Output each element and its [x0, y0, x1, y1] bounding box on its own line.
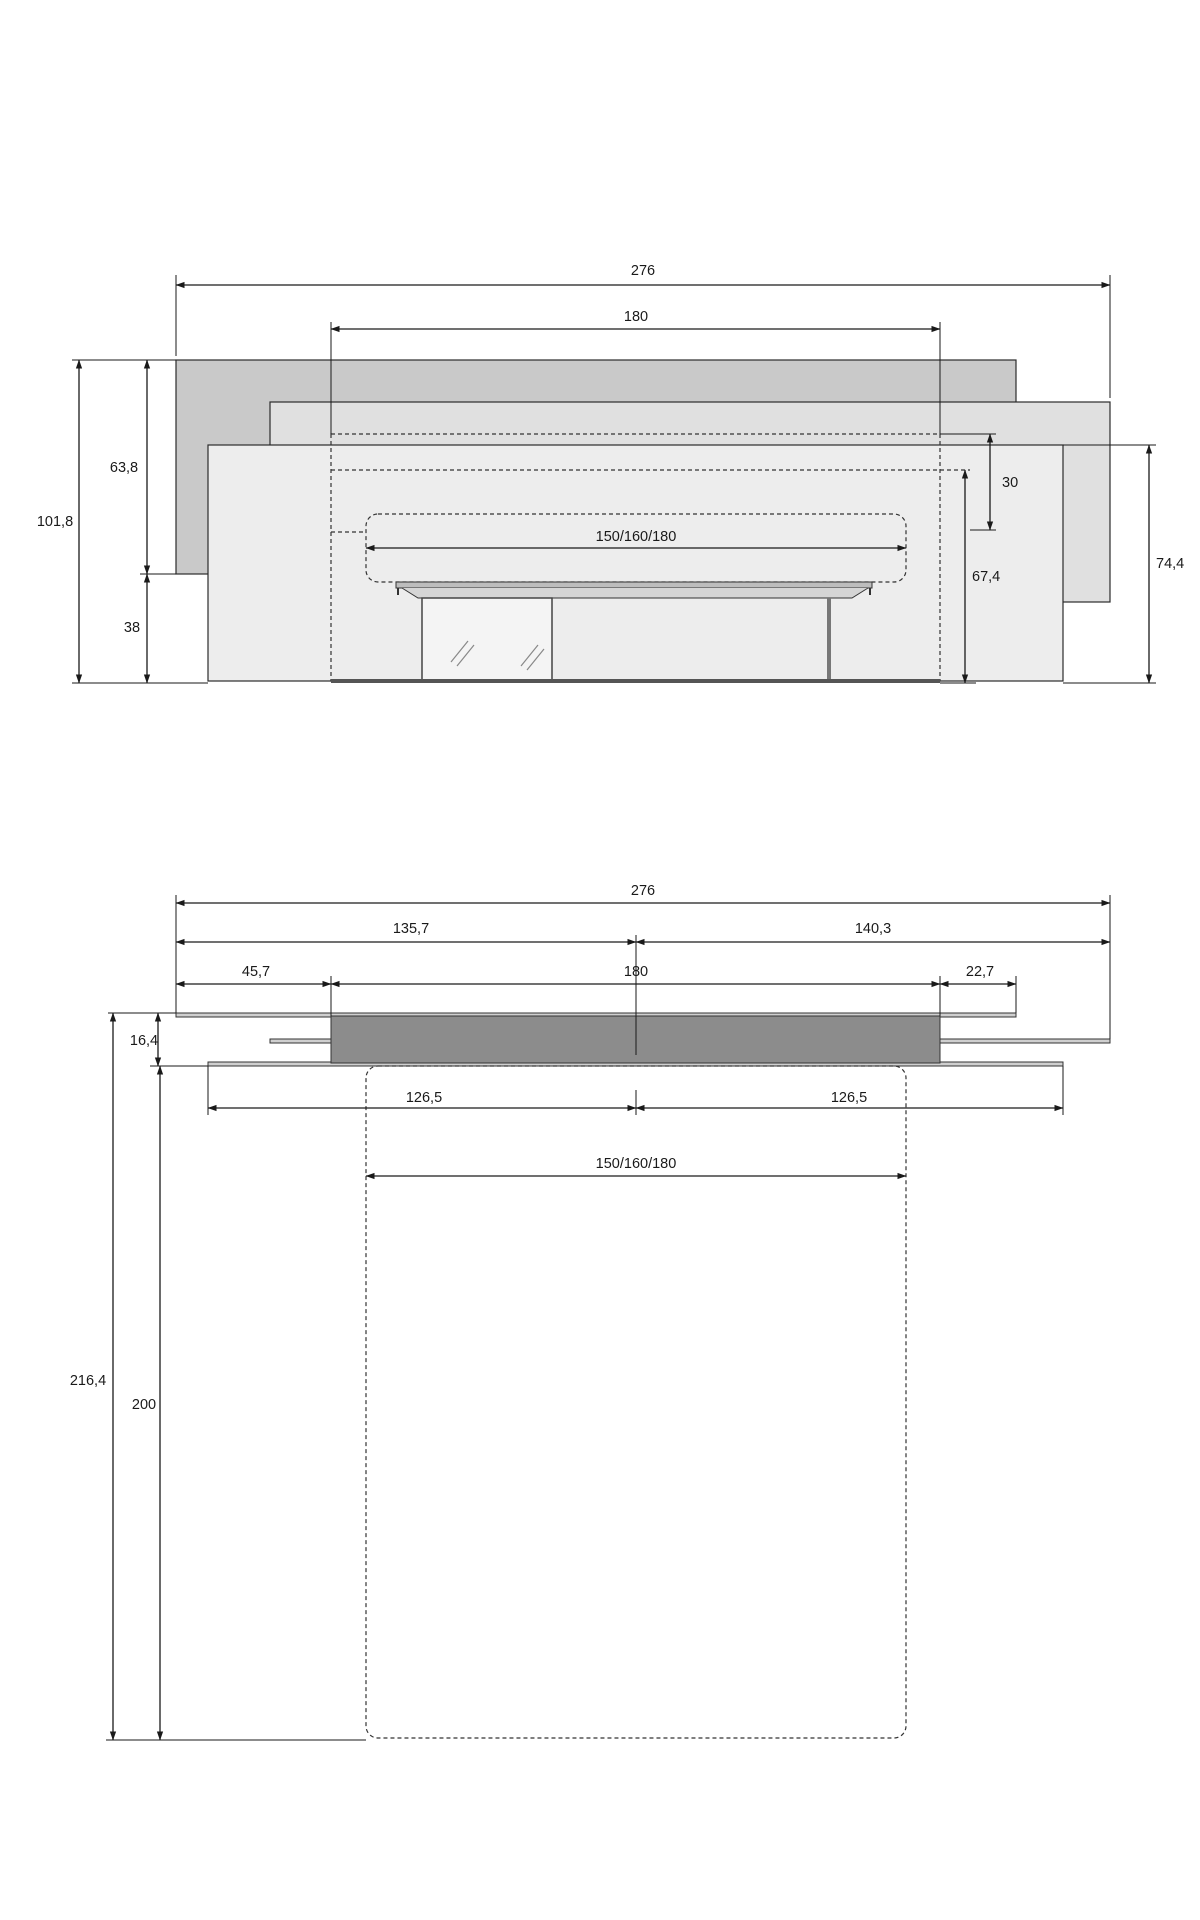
top-right-offset-label: 22,7: [966, 964, 994, 980]
front-total-width-label: 276: [631, 263, 655, 279]
bed-frame: [331, 581, 940, 683]
front-headboard-height-label: 67,4: [972, 569, 1000, 585]
top-total-length-label: 216,4: [70, 1373, 106, 1389]
top-mattress-length-label: 200: [132, 1397, 156, 1413]
top-headboard-width-label: 180: [624, 964, 648, 980]
front-back-panel-height-label: 63,8: [110, 460, 138, 476]
top-left-span-label: 135,7: [393, 921, 429, 937]
top-view: 276 135,7 140,3 45,7 180 22,7 126,5 126,…: [70, 883, 1111, 1741]
front-headboard-width-label: 180: [624, 309, 648, 325]
glass-panel: [421, 597, 553, 682]
top-headboard-depth-label: 16,4: [130, 1033, 158, 1049]
top-total-width-label: 276: [631, 883, 655, 899]
front-mattress-width-label: 150/160/180: [596, 529, 677, 545]
front-view: 276 180 150/160/180 101,8 63,8 38 30 67,…: [37, 263, 1184, 684]
top-right-span-label: 140,3: [855, 921, 891, 937]
front-panel-height-label: 74,4: [1156, 556, 1184, 572]
top-front-left-label: 126,5: [406, 1090, 442, 1106]
front-base-height-label: 38: [124, 620, 140, 636]
top-front-right-label: 126,5: [831, 1090, 867, 1106]
top-mattress-width-label: 150/160/180: [596, 1156, 677, 1172]
top-left-offset-label: 45,7: [242, 964, 270, 980]
front-inset-height-label: 30: [1002, 475, 1018, 491]
front-total-height-label: 101,8: [37, 514, 73, 530]
front-panel: [207, 444, 1064, 682]
top-mattress-outline: [365, 1065, 907, 1739]
